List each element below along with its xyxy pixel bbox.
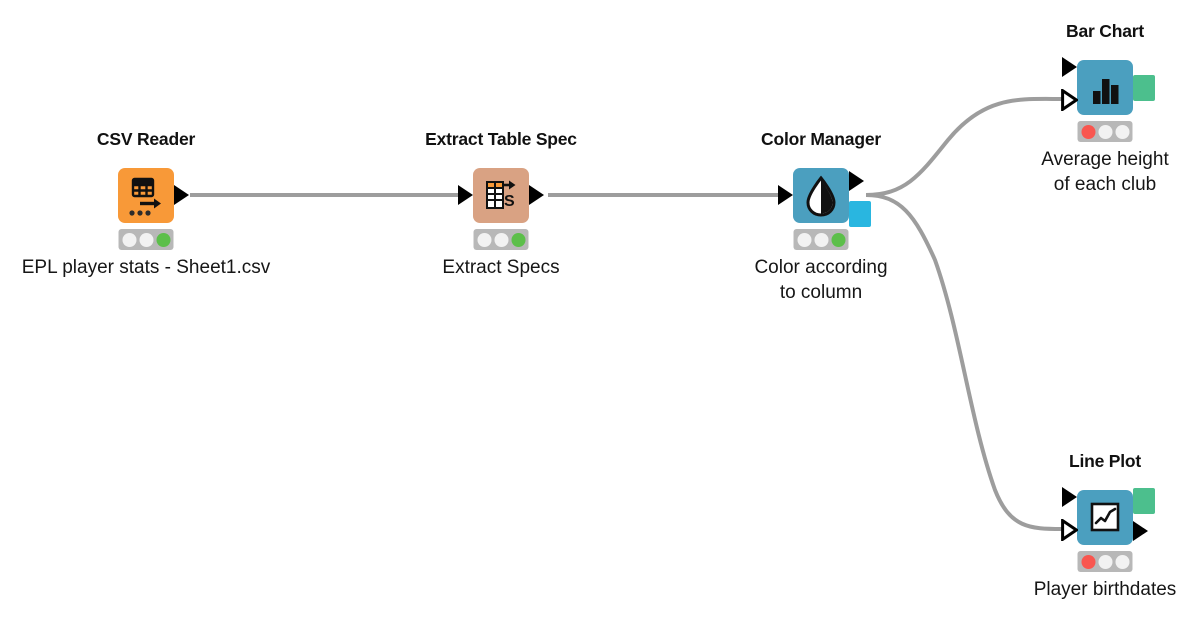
droplet-icon [793, 168, 849, 223]
node-line-plot-output-port-view[interactable] [1133, 488, 1155, 514]
node-line-plot-output-port-image[interactable] [1133, 521, 1148, 541]
node-color-manager-input-port[interactable] [778, 185, 793, 205]
node-bar-chart-input-port-2[interactable] [1061, 89, 1078, 111]
node-bar-chart-input-port-1[interactable] [1062, 57, 1077, 77]
node-csv-reader[interactable]: CSV Reader [22, 129, 271, 278]
status-bulb-2 [139, 232, 153, 247]
status-bulb-3 [156, 232, 170, 247]
status-bulb-1 [477, 232, 491, 247]
status-bulb-1 [1081, 554, 1095, 569]
node-color-manager-output-port-table[interactable] [849, 171, 864, 191]
status-bulb-2 [1098, 554, 1112, 569]
node-line-plot-label: Player birthdates [1033, 579, 1177, 600]
node-csv-reader-output-port[interactable] [174, 185, 189, 205]
node-csv-reader-status [118, 229, 174, 250]
node-line-plot[interactable]: Line Plot Player birthdates [1034, 451, 1177, 600]
line-plot-icon [1077, 490, 1133, 545]
status-bulb-1 [1081, 124, 1095, 139]
status-bulb-2 [1098, 124, 1112, 139]
node-color-manager[interactable]: Color Manager Color according to column [754, 129, 887, 303]
table-arrow-icon [118, 168, 174, 223]
svg-text:S: S [504, 193, 515, 210]
node-line-plot-input-port-1[interactable] [1062, 487, 1077, 507]
status-bulb-2 [494, 232, 508, 247]
node-line-plot-title: Line Plot [1068, 451, 1142, 471]
node-extract-table-spec-label: Extract Specs [442, 257, 560, 278]
node-csv-reader-label: EPL player stats - Sheet1.csv [21, 257, 271, 278]
node-bar-chart-status [1077, 121, 1133, 142]
node-extract-table-spec-output-port[interactable] [529, 185, 544, 205]
node-extract-table-spec-title: Extract Table Spec [425, 129, 577, 149]
node-bar-chart[interactable]: Bar Chart [1041, 21, 1168, 195]
node-color-manager-label-line1: Color according [754, 257, 888, 278]
node-bar-chart-output-port-view[interactable] [1133, 75, 1155, 101]
bar-chart-icon [1077, 60, 1133, 115]
node-extract-table-spec-status [473, 229, 529, 250]
node-bar-chart-label-line2: of each club [1053, 174, 1157, 195]
status-bulb-3 [1115, 554, 1129, 569]
status-bulb-3 [1115, 124, 1129, 139]
node-csv-reader-title: CSV Reader [96, 129, 196, 149]
node-line-plot-input-port-2[interactable] [1061, 519, 1078, 541]
wire-colormanager-to-lineplot [865, 193, 1063, 531]
node-color-manager-output-port-color-model[interactable] [849, 201, 871, 227]
node-extract-table-spec-input-port[interactable] [458, 185, 473, 205]
node-color-manager-label: Color according to column [726, 255, 916, 305]
table-spec-s-icon: S [473, 168, 529, 223]
status-bulb-3 [831, 232, 845, 247]
status-bulb-3 [511, 232, 525, 247]
status-bulb-1 [797, 232, 811, 247]
node-extract-table-spec[interactable]: Extract Table Spec S [425, 129, 577, 278]
node-bar-chart-title: Bar Chart [1066, 21, 1144, 41]
node-color-manager-status [793, 229, 849, 250]
status-bulb-1 [122, 232, 136, 247]
node-bar-chart-label-line1: Average height [1041, 149, 1169, 170]
status-bulb-2 [814, 232, 828, 247]
node-color-manager-label-line2: to column [779, 282, 863, 303]
node-line-plot-status [1077, 551, 1133, 572]
node-bar-chart-label: Average height of each club [1010, 147, 1200, 197]
node-color-manager-title: Color Manager [761, 129, 881, 149]
